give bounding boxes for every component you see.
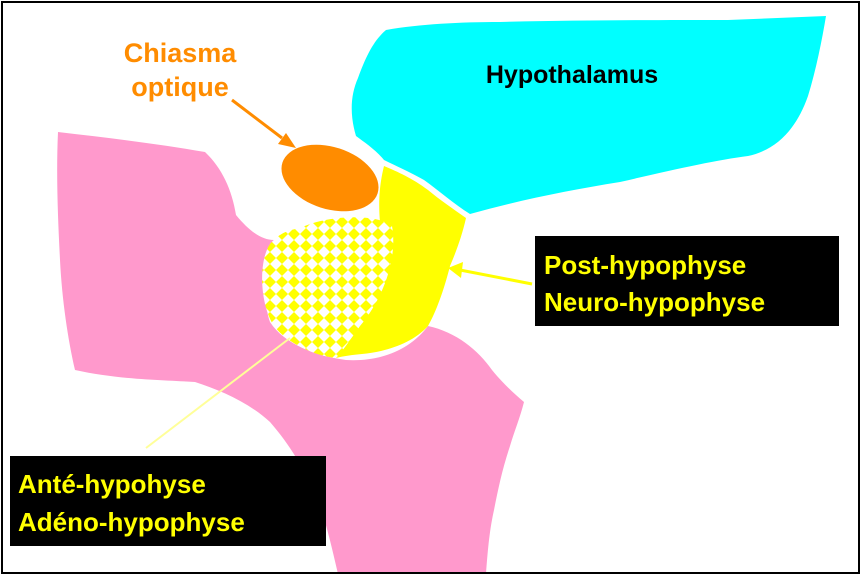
hypothalamus-label: Hypothalamus <box>486 61 658 89</box>
ante-hypophyse-label-line2: Adéno-hypophyse <box>18 507 245 537</box>
post-hypophyse-label-box: Post-hypophyse Neuro-hypophyse <box>535 236 839 326</box>
ante-hypophyse-label-box: Anté-hypohyse Adéno-hypophyse <box>10 456 326 546</box>
post-hypophyse-label-line1: Post-hypophyse <box>544 250 746 280</box>
post-hypophyse-label-line2: Neuro-hypophyse <box>544 287 765 317</box>
chiasma-label-line2: optique <box>131 72 228 102</box>
chiasma-label-line1: Chiasma <box>124 38 238 68</box>
ante-hypophyse-label-line1: Anté-hypohyse <box>18 469 206 499</box>
